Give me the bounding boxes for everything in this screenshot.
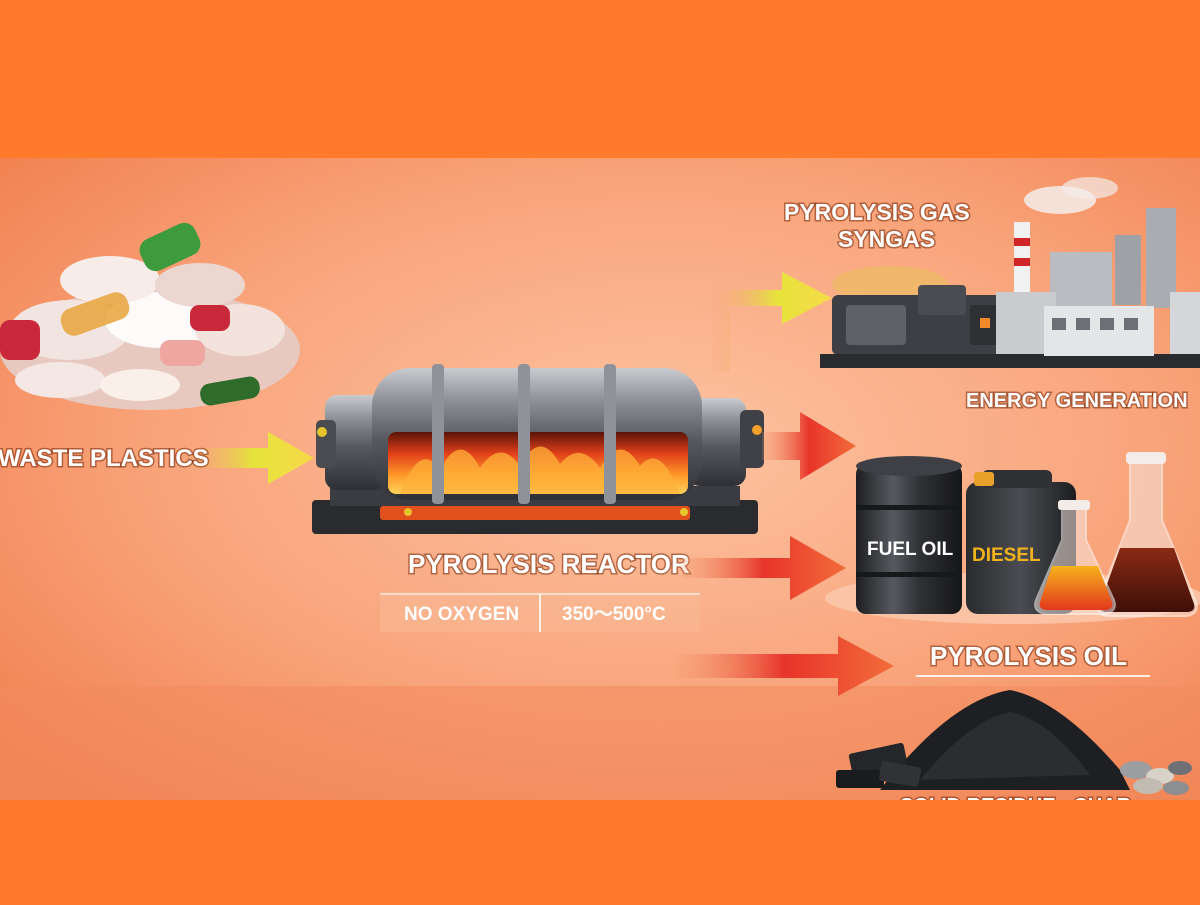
- waste-plastics-arrow: [180, 432, 314, 484]
- oil-arrow-lower: [682, 536, 846, 600]
- waste-plastics-label: WASTE PLASTICS: [0, 445, 209, 472]
- reactor-icon: [312, 364, 764, 534]
- barrel-icon: [856, 456, 962, 614]
- condition-temperature: 350～500°C: [562, 604, 666, 625]
- reactor-label: PYROLYSIS REACTOR: [408, 549, 690, 579]
- plastic-pile-icon: [0, 222, 300, 410]
- gas-label-line2: SYNGAS: [838, 226, 935, 252]
- char-arrow: [676, 636, 894, 696]
- condition-oxygen: NO OXYGEN: [404, 604, 519, 625]
- gas-label-line1: PYROLYSIS GAS: [784, 199, 970, 225]
- jerrycan-label: DIESEL: [972, 545, 1041, 566]
- oil-label: PYROLYSIS OIL: [930, 641, 1127, 671]
- conditions-panel: [380, 592, 700, 632]
- char-pile-icon: [836, 690, 1192, 795]
- flask-icon: [1034, 452, 1198, 617]
- factory-icon: [996, 177, 1200, 356]
- generator-icon: [820, 266, 1200, 368]
- gas-arrow: [712, 272, 832, 372]
- energy-label: ENERGY GENERATION: [966, 390, 1188, 412]
- oil-arrow-upper: [762, 412, 856, 480]
- barrel-label: FUEL OIL: [867, 539, 954, 560]
- bottom-frame-band: [0, 800, 1200, 900]
